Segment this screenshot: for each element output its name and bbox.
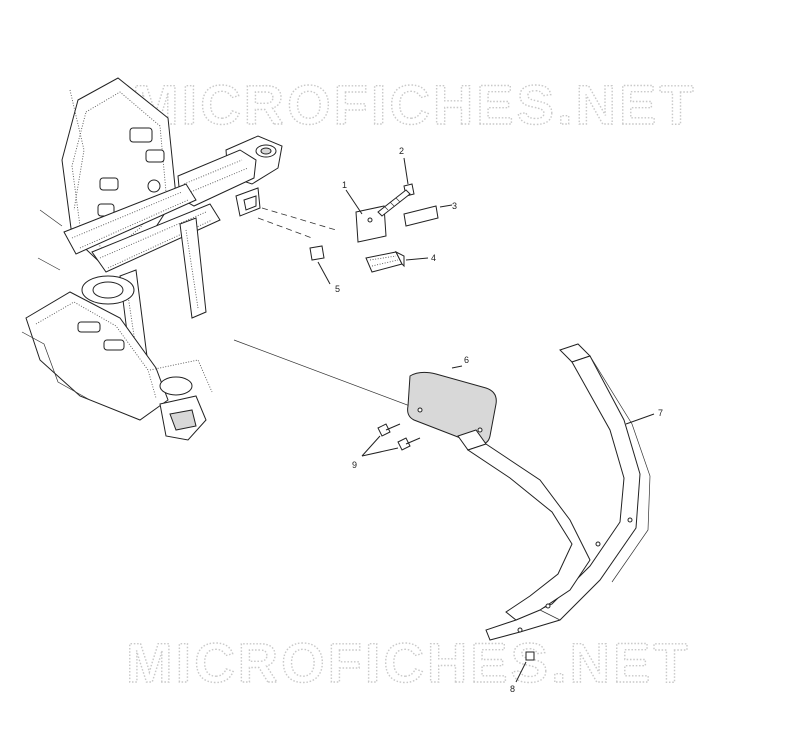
callout-7: 7: [658, 408, 663, 418]
watermark-top: MICROFICHES.NET: [132, 73, 697, 136]
part-5-nut: [309, 245, 331, 285]
part-1-plate: [345, 189, 387, 243]
part-3-strip: [403, 204, 453, 227]
dashed-leader-upper: [261, 207, 337, 231]
callout-4: 4: [431, 253, 436, 263]
watermark-bottom: MICROFICHES.NET: [126, 631, 691, 694]
callout-5: 5: [335, 284, 340, 294]
part-2-bolt: [377, 157, 415, 217]
callout-3: 3: [452, 201, 457, 211]
callout-2: 2: [399, 146, 404, 156]
callout-6: 6: [464, 355, 469, 365]
callout-8: 8: [510, 684, 515, 694]
part-4-clamp: [365, 250, 429, 273]
part-8-screw: [515, 651, 535, 683]
part-9-rivets: [361, 423, 421, 457]
part-6-panel: [407, 365, 497, 445]
callout-9: 9: [352, 460, 357, 470]
part-7-guard: [457, 343, 655, 641]
dashed-leader-lower: [257, 217, 313, 239]
callout-1: 1: [342, 180, 347, 190]
frame-assembly: [21, 77, 283, 441]
